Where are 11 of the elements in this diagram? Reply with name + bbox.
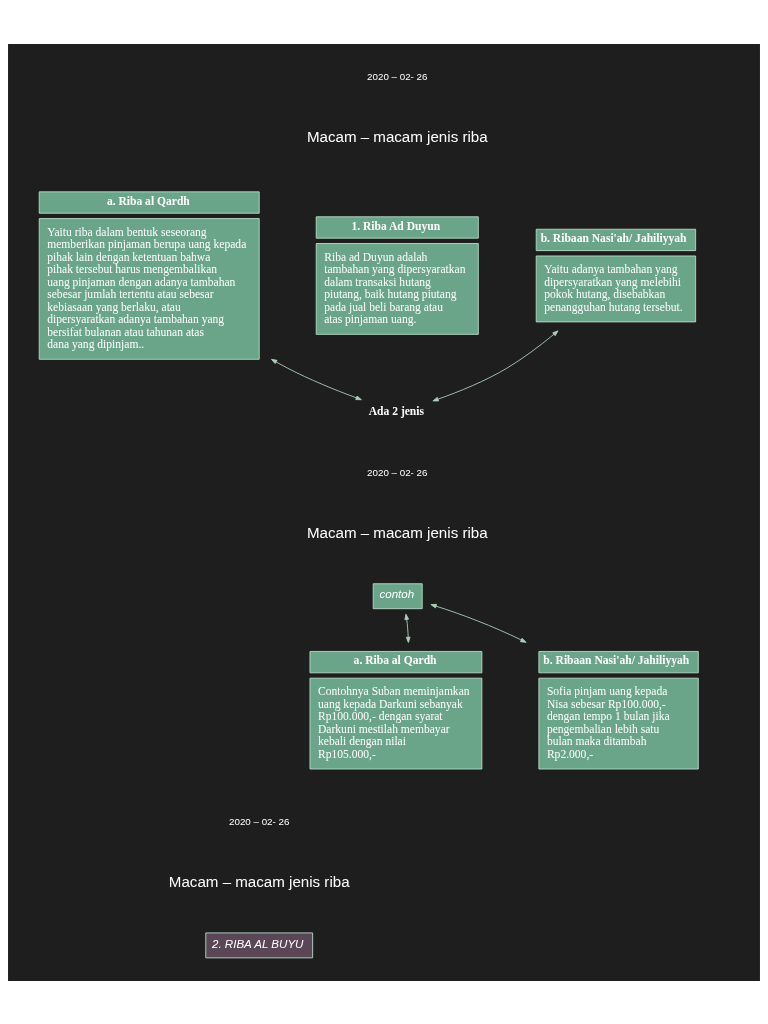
node-text: Ada 2 jenis xyxy=(368,404,425,418)
arrow xyxy=(271,358,362,400)
label: 2020 – 02- 26 xyxy=(367,466,428,478)
arrow xyxy=(432,329,559,401)
arrow xyxy=(430,603,527,643)
label: Macam – macam jenis riba xyxy=(306,127,488,145)
label: 2020 – 02- 26 xyxy=(229,815,290,827)
label: Macam – macam jenis riba xyxy=(306,523,488,541)
label: 2020 – 02- 26 xyxy=(367,70,428,82)
label: Macam – macam jenis riba xyxy=(168,872,350,890)
arrow xyxy=(404,613,411,643)
